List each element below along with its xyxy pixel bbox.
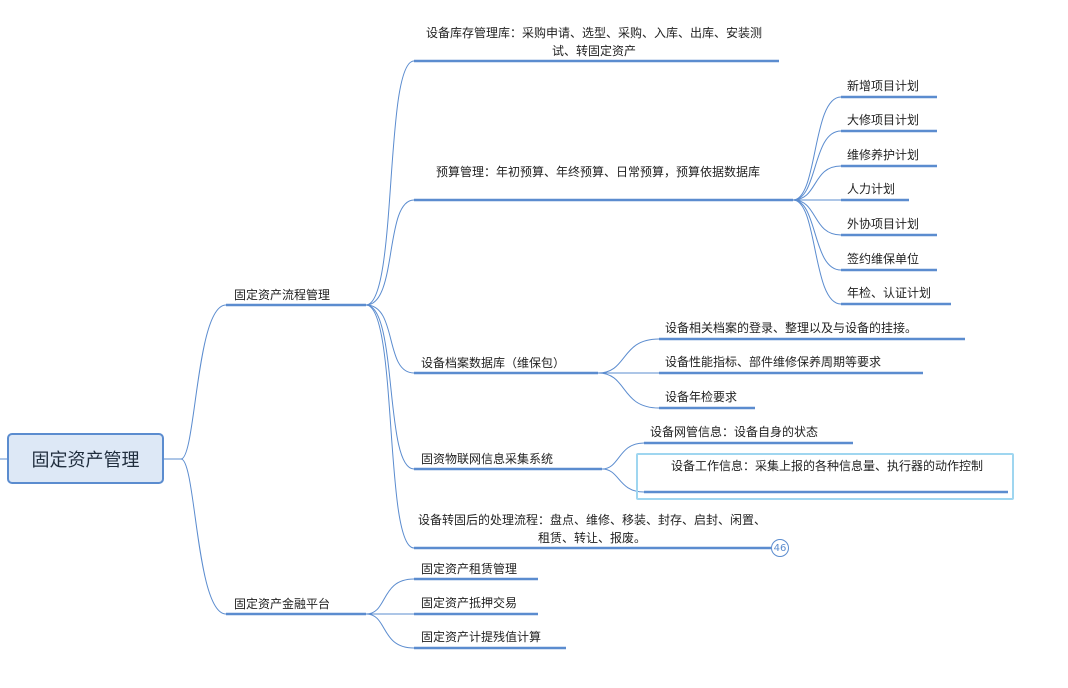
topic-asset-finance-platform[interactable]: 固定资产金融平台 bbox=[234, 597, 331, 611]
topic-asset-flow-management[interactable]: 固定资产流程管理 bbox=[234, 288, 331, 302]
leaf-new-project-plan[interactable]: 新增项目计划 bbox=[847, 79, 920, 93]
topic-equipment-archive[interactable]: 设备档案数据库（维保包） bbox=[421, 356, 566, 370]
leaf-inspection-certification-plan[interactable]: 年检、认证计划 bbox=[847, 286, 932, 300]
collapsed-count-badge[interactable]: 46 bbox=[771, 539, 789, 557]
leaf-contract-maintenance-unit[interactable]: 签约维保单位 bbox=[847, 252, 920, 266]
leaf-work-info[interactable]: 设备工作信息：采集上报的各种信息量、执行器的动作控制 bbox=[670, 459, 983, 473]
leaf-network-info[interactable]: 设备网管信息：设备自身的状态 bbox=[650, 425, 819, 439]
topic-inventory-management[interactable]: 设备库存管理库：采购申请、选型、采购、入库、出库、安装测试、转固定资产 bbox=[425, 26, 762, 58]
leaf-archive-registration[interactable]: 设备相关档案的登录、整理以及与设备的挂接。 bbox=[665, 321, 918, 335]
leaf-performance-indicators[interactable]: 设备性能指标、部件维修保养周期等要求 bbox=[665, 355, 882, 369]
selection-highlight bbox=[636, 453, 1014, 500]
topic-iot-collection[interactable]: 固资物联网信息采集系统 bbox=[421, 452, 554, 466]
topic-mortgage-trading[interactable]: 固定资产抵押交易 bbox=[421, 596, 518, 610]
topic-residual-value-calc[interactable]: 固定资产计提残值计算 bbox=[421, 630, 542, 644]
topic-budget-management[interactable]: 预算管理：年初预算、年终预算、日常预算，预算依据数据库 bbox=[435, 165, 760, 179]
leaf-maintenance-plan[interactable]: 维修养护计划 bbox=[847, 148, 920, 162]
leaf-outsourcing-plan[interactable]: 外协项目计划 bbox=[847, 217, 920, 231]
leaf-manpower-plan[interactable]: 人力计划 bbox=[847, 182, 896, 196]
leaf-annual-inspection[interactable]: 设备年检要求 bbox=[665, 390, 738, 404]
topic-leasing-management[interactable]: 固定资产租赁管理 bbox=[421, 562, 518, 576]
leaf-overhaul-plan[interactable]: 大修项目计划 bbox=[847, 113, 920, 127]
topic-post-transfer-process[interactable]: 设备转固后的处理流程：盘点、维修、移装、封存、启封、闲置、租赁、转让、报废。 bbox=[418, 513, 767, 545]
root-topic[interactable]: 固定资产管理 bbox=[7, 433, 164, 484]
